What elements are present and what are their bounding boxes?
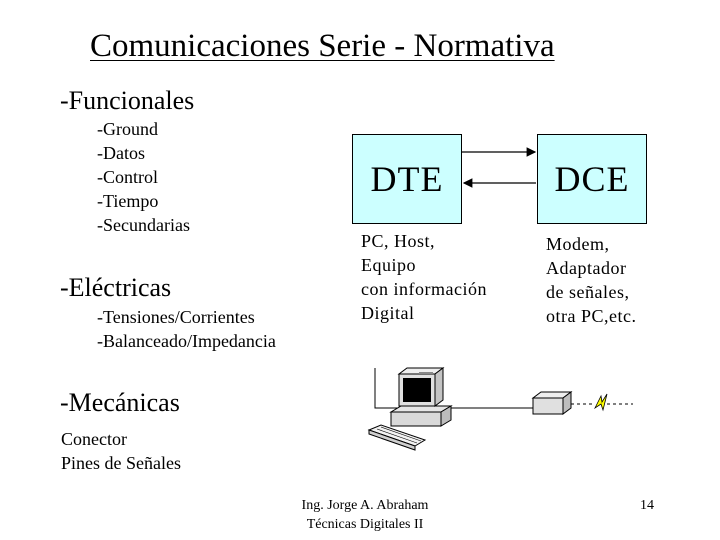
list-item: -Balanceado/Impedancia [97, 331, 276, 351]
list-electricas: -Tensiones/Corrientes -Balanceado/Impeda… [97, 305, 276, 353]
dce-box: DCE [537, 134, 647, 224]
dte-dce-arrows [462, 147, 537, 188]
page-number: 14 [640, 498, 654, 513]
list-mecanicas: Conector Pines de Señales [61, 427, 181, 475]
modem-icon [531, 391, 573, 415]
list-item: -Datos [97, 143, 145, 163]
dte-label: DTE [370, 159, 444, 199]
network-clipart [367, 367, 633, 451]
list-item: -Ground [97, 119, 158, 139]
list-item: -Control [97, 167, 158, 187]
computer-icon [367, 367, 453, 451]
dce-description: Modem, Adaptador de señales, otra PC,etc… [546, 234, 637, 326]
list-item: -Tensiones/Corrientes [97, 307, 255, 327]
section-heading-mecanicas: -Mecánicas [60, 388, 180, 417]
footer-credits: Ing. Jorge A. Abraham Técnicas Digitales… [290, 496, 440, 534]
list-item: -Tiempo [97, 191, 159, 211]
dte-description: PC, Host, Equipo con información Digital [361, 231, 487, 323]
footer-author: Ing. Jorge A. Abraham [301, 498, 429, 513]
list-funcionales: -Ground -Datos -Control -Tiempo -Secunda… [97, 117, 190, 237]
page-title: Comunicaciones Serie - Normativa [90, 28, 555, 64]
lightning-icon [593, 393, 608, 412]
footer-course: Técnicas Digitales II [306, 517, 424, 532]
list-item: Pines de Señales [61, 453, 181, 473]
section-heading-electricas: -Eléctricas [60, 273, 172, 302]
list-item: Conector [61, 429, 127, 449]
list-item: -Secundarias [97, 215, 190, 235]
cable-icon [374, 368, 533, 409]
section-heading-funcionales: -Funcionales [60, 86, 195, 115]
dce-label: DCE [554, 159, 630, 199]
dte-box: DTE [352, 134, 462, 224]
